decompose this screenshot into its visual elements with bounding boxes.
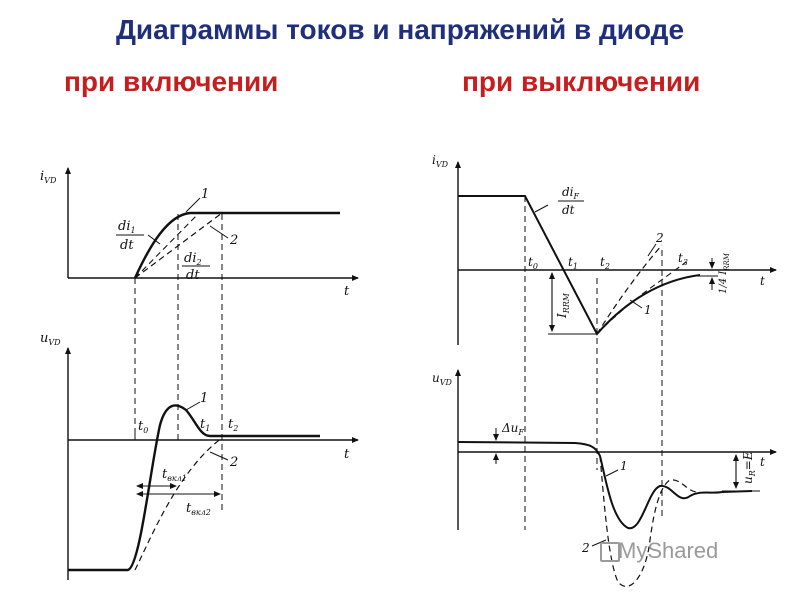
right-voltage-plot [455, 369, 777, 587]
subtitle-turn-on: при включении [64, 66, 279, 97]
leader-rv-curve1 [605, 469, 619, 477]
leader-r-curve1 [629, 299, 643, 309]
right-voltage-labels: uVD t ΔuF uR=E 1 2 [432, 371, 765, 555]
leader-deriv1 [147, 234, 161, 245]
left-t1-label: t1 [200, 417, 210, 433]
watermark-text: MyShared [618, 538, 719, 563]
leader-deriv-f [534, 204, 549, 213]
right-deriv-den: dt [562, 203, 575, 217]
right-voltage-curve-1 [457, 441, 753, 530]
left-current-slope-dash [134, 211, 201, 279]
quarter-irrm-label: 1/4 IRRM [718, 252, 731, 294]
ur-label: uR=E [741, 451, 757, 484]
page-title: Диаграммы токов и напряжений в диоде [115, 14, 685, 45]
left-deriv2-den: dt [186, 268, 200, 283]
right-current-labels: iVD t diF dt t0 t1 t2 t3 IRRM 1/4 IRRM 1… [432, 153, 765, 319]
right-voltage-x-label: t [760, 455, 765, 469]
left-current-curve1-label: 1 [201, 187, 209, 202]
right-current-curve-1 [458, 195, 701, 336]
leader-curve1-bottom [185, 401, 201, 411]
right-current-plot [455, 161, 777, 530]
left-voltage-curve-2 [134, 437, 223, 571]
left-current-labels: iVD t di1 dt di2 dt 1 2 [40, 169, 350, 299]
irrm-label: IRRM [555, 292, 571, 319]
left-current-plot [65, 167, 359, 512]
left-voltage-y-label: uVD [40, 331, 61, 347]
right-current-curve-2b [596, 261, 687, 335]
right-current-curve-2 [596, 244, 663, 335]
left-voltage-curve-1 [68, 404, 320, 572]
leader-curve2-top [209, 225, 229, 239]
leader-r-curve2 [647, 243, 657, 257]
right-current-curve2-label: 2 [655, 231, 664, 245]
watermark-logo-icon [600, 542, 620, 562]
right-voltage-curve1-label: 1 [620, 459, 628, 473]
right-voltage-curve2-label: 2 [581, 541, 590, 555]
left-deriv1-den: dt [120, 238, 134, 253]
leader-curve2-bottom [209, 451, 229, 461]
left-current-curve-1 [133, 211, 340, 279]
right-current-y-label: iVD [432, 153, 449, 169]
left-voltage-curve1-label: 1 [200, 391, 208, 406]
left-deriv1-num: di1 [118, 219, 136, 235]
right-t1-label: t1 [568, 255, 578, 271]
right-t3-label: t3 [678, 251, 688, 267]
right-current-curve1-label: 1 [644, 303, 652, 317]
leader-curve1-top [185, 197, 201, 213]
left-voltage-plot [65, 347, 359, 580]
ton1-label: tвкл1 [162, 467, 187, 483]
left-t2-label: t2 [228, 417, 238, 433]
ton2-label: tвкл2 [186, 501, 211, 517]
left-deriv2-num: di2 [184, 251, 202, 267]
left-current-curve2-label: 2 [229, 233, 238, 248]
subtitle-turn-off: при выключении [462, 66, 701, 97]
right-voltage-curve-2 [599, 455, 701, 587]
leader-rv-curve2 [591, 539, 607, 547]
left-voltage-labels: uVD t t0 t1 t2 1 2 tвкл1 tвкл2 [40, 331, 350, 517]
right-t0-label: t0 [528, 255, 538, 271]
left-voltage-x-label: t [344, 447, 350, 462]
delta-uf-label: ΔuF [501, 421, 524, 437]
right-voltage-y-label: uVD [432, 371, 453, 387]
left-t0-label: t0 [138, 419, 148, 435]
right-t2-label: t2 [600, 255, 610, 271]
left-current-x-label: t [344, 284, 350, 299]
right-deriv-num: diF [562, 185, 580, 201]
left-current-y-label: iVD [40, 169, 57, 185]
left-voltage-curve2-label: 2 [229, 455, 238, 470]
right-current-x-label: t [760, 274, 765, 288]
